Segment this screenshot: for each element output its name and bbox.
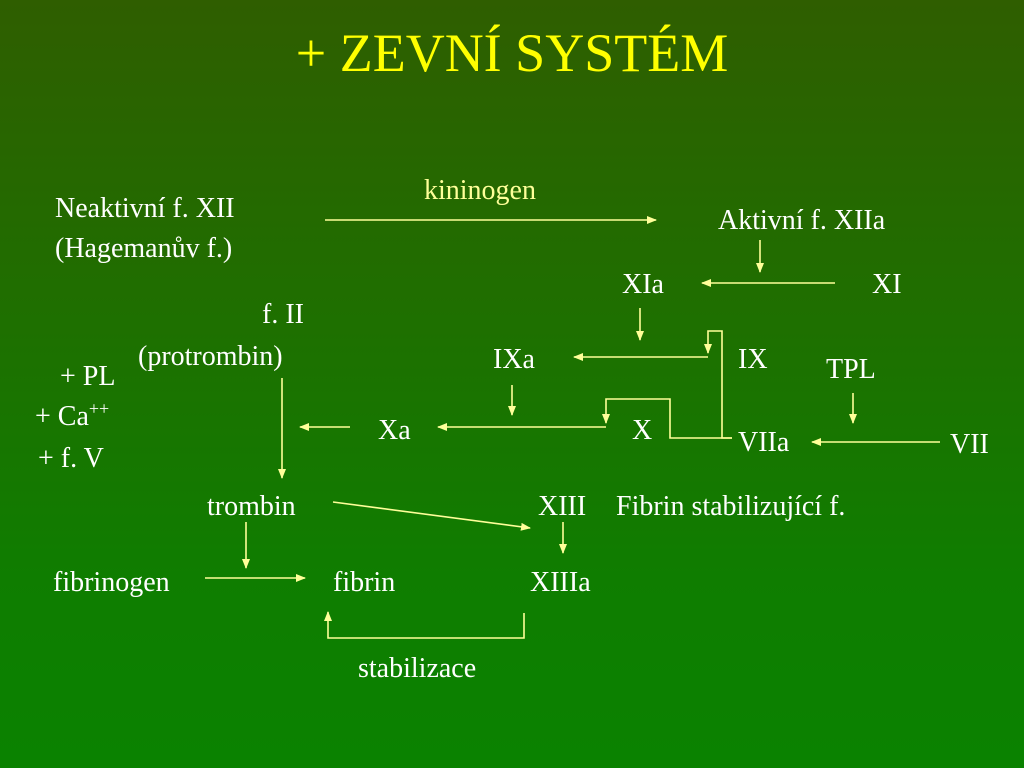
label-stabilizace: stabilizace bbox=[358, 653, 477, 684]
label-neaktivni-f-xii: Neaktivní f. XII bbox=[55, 193, 235, 224]
label-fibrin-stabilizujici-f: Fibrin stabilizující f. bbox=[616, 491, 846, 522]
label-f-ii: f. II bbox=[262, 299, 304, 330]
label-plus-pl: + PL bbox=[60, 361, 116, 392]
label-fibrin: fibrin bbox=[333, 567, 396, 598]
label-viia: VIIa bbox=[738, 427, 790, 458]
connector-stabilizace bbox=[324, 611, 525, 639]
label-trombin: trombin bbox=[207, 491, 296, 522]
label-plus-ca-base: + Ca bbox=[35, 401, 89, 432]
label-hagemanuv-f: (Hagemanův f.) bbox=[55, 233, 233, 264]
label-xa: Xa bbox=[378, 415, 411, 446]
label-x: X bbox=[632, 415, 653, 446]
slide-title: + ZEVNÍ SYSTÉM bbox=[295, 23, 729, 83]
label-vii: VII bbox=[950, 429, 989, 460]
label-ixa: IXa bbox=[493, 344, 535, 375]
label-xiii: XIII bbox=[538, 491, 587, 522]
label-protrombin: (protrombin) bbox=[138, 341, 283, 372]
connector-viia-to-x bbox=[602, 398, 732, 439]
label-fibrinogen: fibrinogen bbox=[53, 567, 170, 598]
label-plus-ca: + Ca++ bbox=[35, 400, 109, 434]
label-xia: XIa bbox=[622, 269, 664, 300]
arrow-trombin-to-xiii bbox=[332, 501, 531, 531]
label-aktivni-f-xiia: Aktivní f. XIIa bbox=[718, 205, 886, 236]
connector-viia-to-ix bbox=[704, 330, 732, 439]
label-kininogen: kininogen bbox=[424, 175, 536, 206]
label-xi: XI bbox=[872, 269, 902, 300]
label-xiiia: XIIIa bbox=[530, 567, 591, 598]
label-plus-ca-superscript: ++ bbox=[88, 398, 110, 419]
label-ix: IX bbox=[738, 344, 768, 375]
label-tpl: TPL bbox=[826, 354, 876, 385]
label-plus-f-v: + f. V bbox=[38, 443, 104, 474]
